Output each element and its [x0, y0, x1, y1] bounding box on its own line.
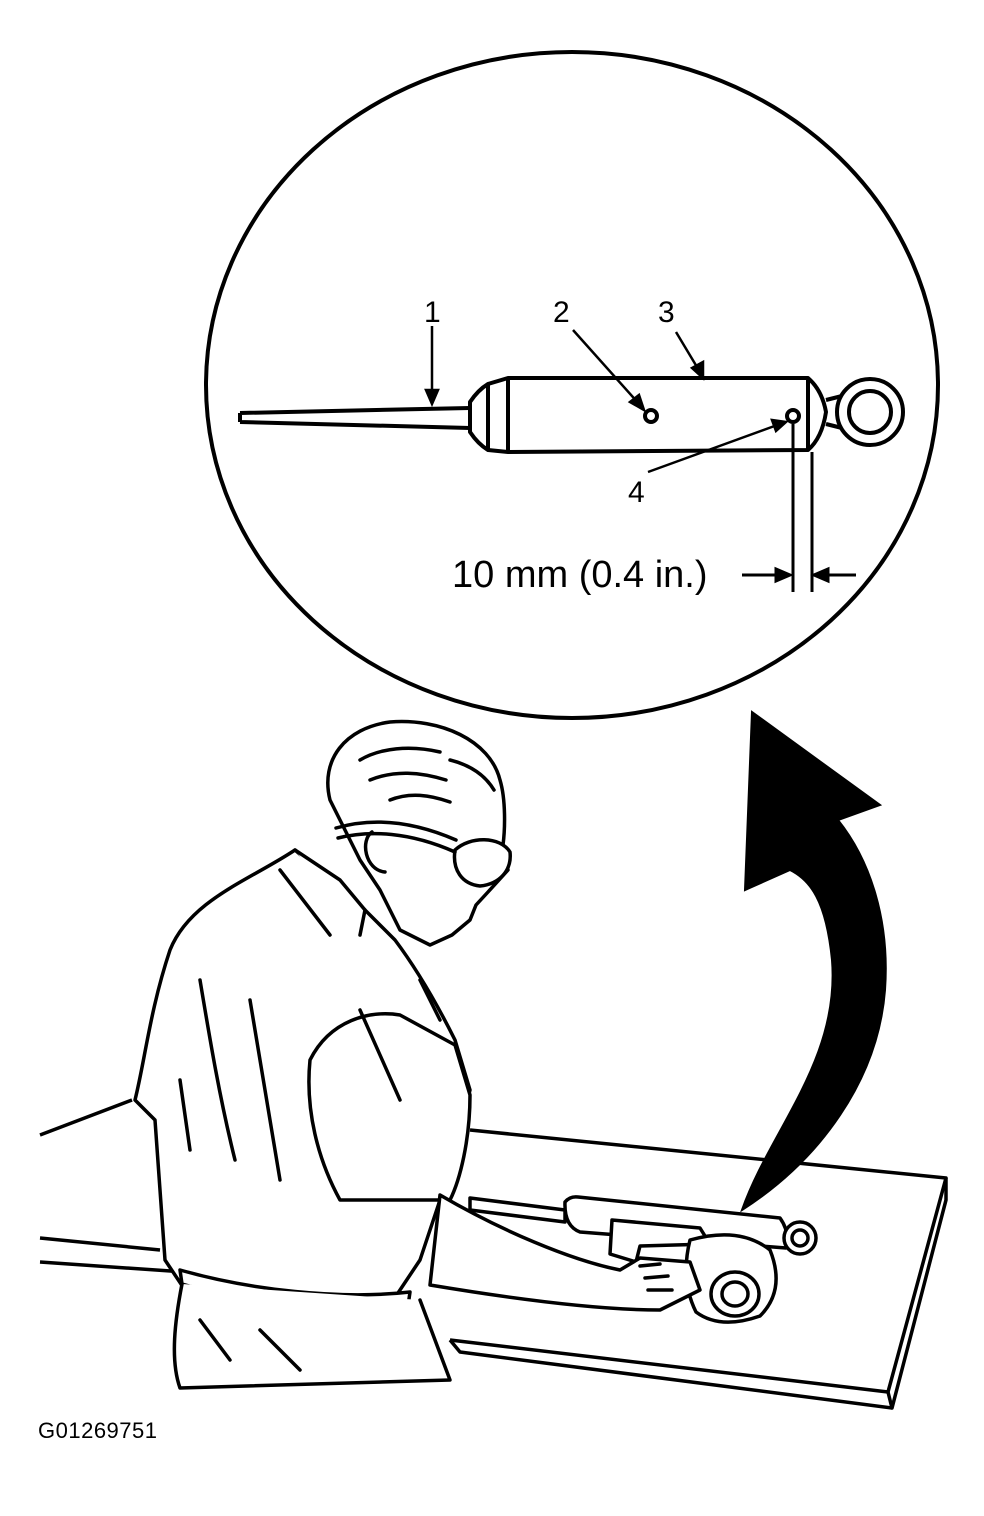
- callout-1: 1: [424, 296, 441, 329]
- technician-sleeve: [307, 1012, 472, 1202]
- dimension-label: 10 mm (0.4 in.): [452, 554, 708, 596]
- shock-end-cap: [468, 382, 490, 452]
- drill-body: [608, 1218, 712, 1264]
- hole-4: [785, 408, 801, 424]
- figure-id: G01269751: [38, 1418, 158, 1443]
- callout-3: 3: [658, 296, 675, 329]
- shock-body: [487, 376, 828, 454]
- curved-arrow-icon: [740, 710, 887, 1213]
- piston-rod: [238, 406, 471, 430]
- bench-shock-assembly: [468, 1195, 818, 1324]
- technician-trousers: [172, 1282, 452, 1390]
- technician-arm: [428, 1193, 702, 1312]
- callout-2: 2: [553, 296, 570, 329]
- workbench: [39, 1098, 948, 1410]
- detail-circle: [204, 50, 940, 720]
- technician: [133, 719, 702, 1390]
- callout-4: 4: [628, 476, 645, 509]
- dimension-marker: [742, 424, 856, 592]
- shock-absorber-detail: [238, 376, 905, 454]
- bench-piston-rod: [468, 1196, 567, 1224]
- shock-eye-outer: [835, 377, 905, 447]
- safety-goggles-icon: [452, 838, 512, 888]
- leader-lines: [424, 326, 789, 474]
- shock-eye-inner: [847, 389, 893, 435]
- hole-2: [643, 408, 659, 424]
